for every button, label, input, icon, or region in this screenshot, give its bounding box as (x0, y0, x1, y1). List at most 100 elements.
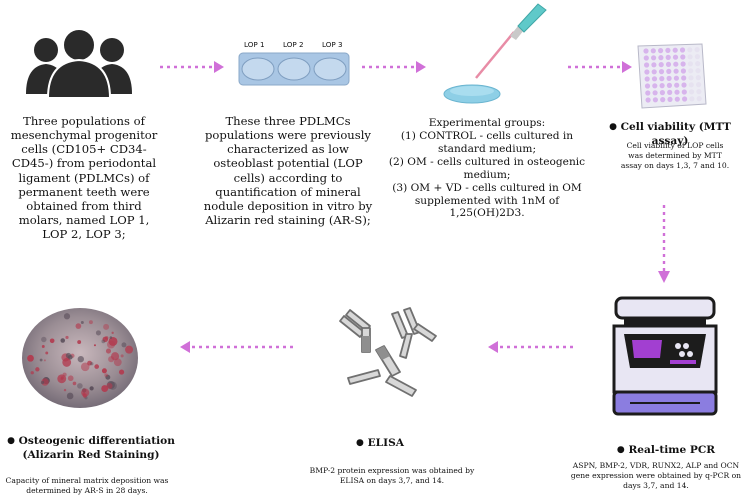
stain-speck (80, 321, 84, 324)
stain-speck (111, 331, 114, 335)
stain-speck (101, 385, 109, 392)
microplate-well (674, 89, 680, 95)
stain-speck (41, 336, 47, 343)
microplate-well (680, 54, 686, 60)
stained-culture-icon (22, 308, 138, 408)
stain-speck (80, 362, 90, 372)
microplate-well (687, 54, 693, 60)
populations-text: Three populations of mesenchymal progeni… (10, 114, 158, 242)
stain-speck (81, 388, 90, 397)
characterization-text: These three PDLMCs populations were prev… (203, 114, 373, 227)
arrow-4 (658, 205, 670, 283)
microplate-well (651, 69, 657, 75)
stain-speck (107, 340, 116, 349)
microplate-well (650, 48, 656, 54)
microplate-well (673, 75, 679, 81)
plate-label-3: LOP 3 (322, 40, 343, 49)
microplate-well (688, 82, 694, 88)
microplate-well (665, 47, 671, 53)
microplate-well (659, 76, 665, 82)
microplate-well (658, 62, 664, 68)
microplate-well (658, 69, 665, 75)
stain-speck (62, 358, 72, 367)
microplate-well (644, 76, 650, 82)
stain-speck (121, 342, 127, 348)
people-icon (26, 28, 132, 99)
microplate-well (644, 69, 650, 75)
osteo-title-line2: (Alizarin Red Staining) (22, 449, 160, 462)
microplate-well (652, 83, 658, 89)
group-item-3: (3) OM + VD - cells cultured in OM suppl… (392, 181, 582, 220)
microplate-well (696, 96, 702, 102)
microplate-well (672, 54, 679, 60)
microplate-well (665, 61, 672, 67)
stain-speck (43, 359, 46, 362)
viability-text: Cell viability of LOP cells was determin… (620, 141, 730, 170)
microplate-well (695, 68, 701, 74)
osteo-title-line1-row: ● Osteogenic differentiation (4, 434, 178, 448)
elisa-title-text: ELISA (367, 437, 404, 449)
groups-title: Experimental groups: (428, 117, 546, 129)
microplate-well (680, 68, 686, 74)
microplate-well (651, 55, 657, 61)
antibody-icon (339, 307, 437, 397)
microplate-well (667, 89, 673, 95)
microplate-well (695, 61, 701, 67)
microplate-well (658, 55, 664, 61)
stain-speck (108, 336, 118, 346)
stain-speck (93, 344, 96, 347)
stain-speck (125, 345, 134, 354)
microplate-well (687, 61, 693, 67)
microplate-well (689, 96, 695, 102)
stain-speck (94, 364, 100, 369)
microplate-icon (637, 43, 707, 109)
stain-speck (35, 367, 40, 372)
microplate-well (652, 97, 658, 103)
microplate-well (688, 75, 694, 81)
stain-speck (65, 335, 69, 340)
stain-speck (77, 355, 84, 363)
stain-speck (63, 313, 71, 320)
microplate-well (680, 61, 686, 67)
stain-speck (104, 373, 108, 377)
stain-speck (77, 383, 83, 389)
microplate-well (666, 75, 672, 81)
stain-speck (101, 339, 106, 344)
microplate-well (643, 55, 649, 61)
microplate-well (644, 83, 651, 89)
stain-speck (120, 354, 124, 358)
microplate-well (667, 96, 673, 102)
microplate-well (651, 62, 657, 68)
stain-speck (77, 340, 82, 344)
plate-label-2: LOP 2 (283, 40, 304, 49)
plate-label-1: LOP 1 (244, 40, 265, 49)
microplate-well (673, 61, 679, 67)
pcr-text: ASPN, BMP-2, VDR, RUNX2, ALP and OCN gen… (570, 461, 742, 490)
microplate-well (672, 47, 678, 53)
pcr-title: ● Real-time PCR (596, 443, 736, 457)
stain-speck (105, 374, 111, 380)
stain-speck (87, 360, 93, 366)
microplate-well (688, 68, 694, 74)
microplate-well (687, 47, 693, 53)
stain-speck (45, 351, 49, 355)
microplate-well (673, 68, 679, 74)
stain-speck (65, 352, 72, 359)
stain-speck (66, 392, 74, 400)
microplate-well (674, 82, 680, 88)
group-item-1: (1) CONTROL - cells cultured in standard… (400, 129, 574, 155)
bullet-icon: ● (609, 122, 617, 132)
microplate-well (696, 89, 702, 95)
pipette-icon (443, 3, 547, 104)
elisa-title: ● ELISA (340, 436, 420, 450)
microplate-well (694, 54, 700, 60)
microplate-well (659, 83, 665, 89)
bullet-icon: ● (7, 436, 15, 446)
microplate-well (695, 75, 701, 81)
stain-speck (63, 388, 67, 392)
stain-speck (118, 369, 125, 375)
bullet-icon: ● (356, 438, 364, 448)
bullet-icon: ● (616, 445, 625, 455)
pcr-title-text: Real-time PCR (628, 444, 716, 456)
microplate-well (659, 90, 665, 96)
